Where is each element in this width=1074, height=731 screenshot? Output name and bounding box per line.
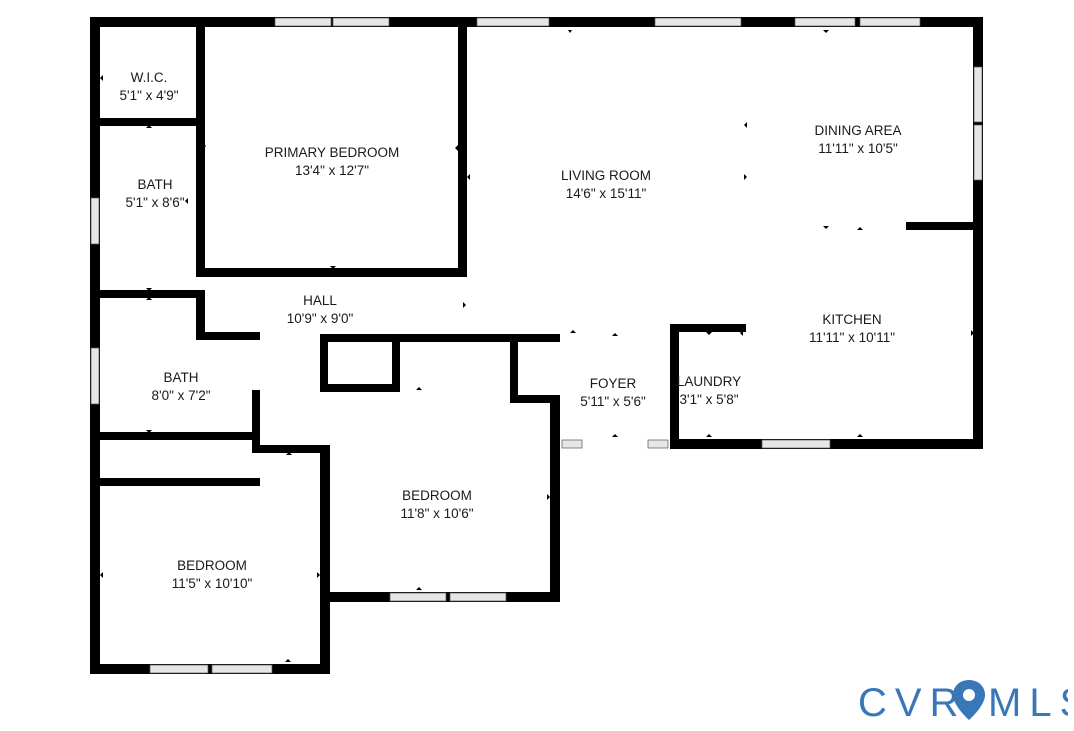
room-name-foyer: FOYER <box>590 376 637 391</box>
location-pin-icon <box>953 680 985 720</box>
room-name-bath-2: BATH <box>163 370 198 385</box>
windows <box>90 17 983 674</box>
room-dims-bath-2: 8'0" x 7'2" <box>151 388 210 403</box>
room-name-primary-bedroom: PRIMARY BEDROOM <box>265 145 400 160</box>
room-name-laundry: LAUNDRY <box>677 374 741 389</box>
room-name-dining-area: DINING AREA <box>814 123 901 138</box>
logo-text-right: MLS <box>988 681 1068 724</box>
logo-text-left: CVR <box>858 681 966 724</box>
room-dims-primary-bedroom: 13'4" x 12'7" <box>295 163 369 178</box>
room-labels: W.I.C. 5'1" x 4'9" PRIMARY BEDROOM 13'4"… <box>119 70 901 591</box>
room-dims-bedroom-3: 11'5" x 10'10" <box>172 576 253 591</box>
opening-markers <box>100 30 974 662</box>
room-dims-laundry: 3'1" x 5'8" <box>679 392 738 407</box>
room-name-bath-1: BATH <box>137 177 172 192</box>
cvrmls-logo: CVR MLS <box>858 680 1068 724</box>
room-dims-wic: 5'1" x 4'9" <box>119 88 178 103</box>
room-dims-hall: 10'9" x 9'0" <box>287 311 354 326</box>
room-name-bedroom-3: BEDROOM <box>177 558 247 573</box>
room-dims-foyer: 5'11" x 5'6" <box>580 394 646 409</box>
room-dims-kitchen: 11'11" x 10'11" <box>809 330 895 345</box>
room-dims-bedroom-2: 11'8" x 10'6" <box>400 506 473 521</box>
room-dims-dining-area: 11'11" x 10'5" <box>818 141 898 156</box>
room-name-wic: W.I.C. <box>131 70 168 85</box>
room-name-bedroom-2: BEDROOM <box>402 488 472 503</box>
room-name-hall: HALL <box>303 293 337 308</box>
room-dims-living-room: 14'6" x 15'11" <box>566 186 647 201</box>
room-name-living-room: LIVING ROOM <box>561 168 651 183</box>
room-name-kitchen: KITCHEN <box>822 312 881 327</box>
room-dims-bath-1: 5'1" x 8'6" <box>125 195 184 210</box>
